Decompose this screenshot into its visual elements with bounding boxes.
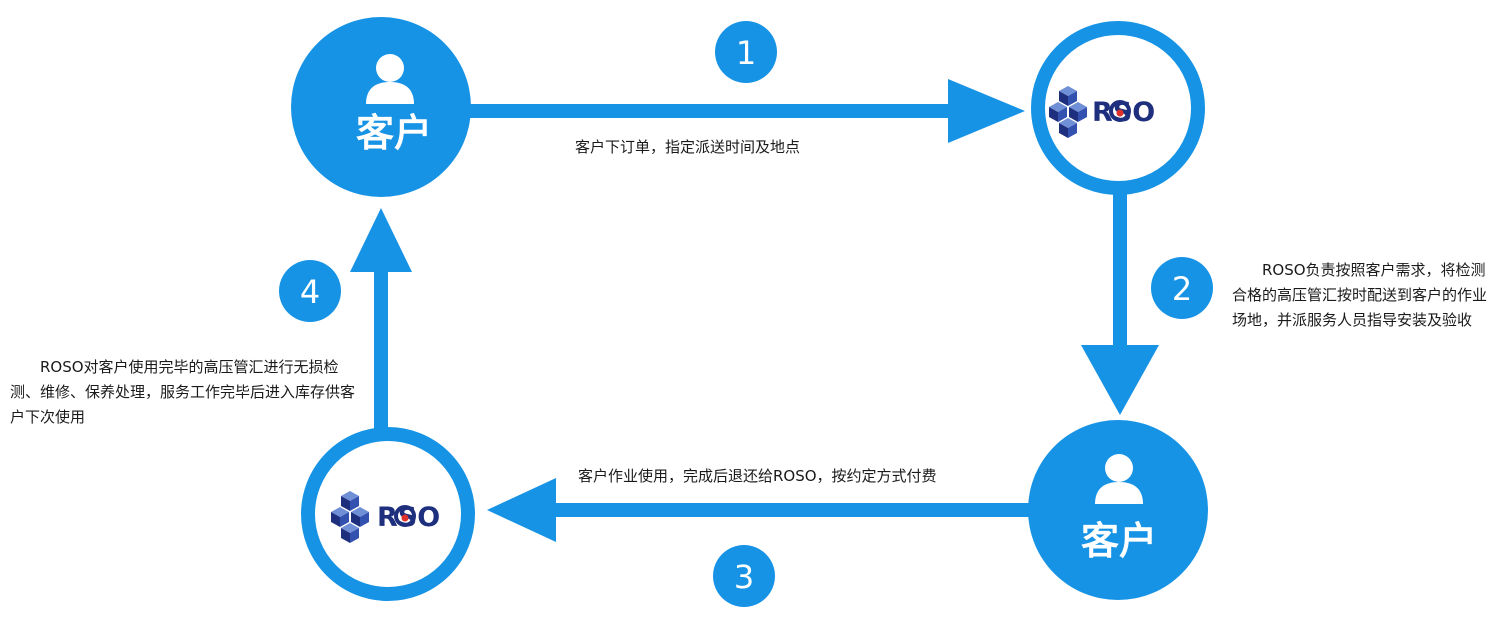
roso-logo-o (394, 505, 416, 527)
step3-description: 客户作业使用，完成后退还给ROSO，按约定方式付费 (578, 467, 937, 485)
step-number-badge-2: 2 (1151, 257, 1213, 319)
step-number: 1 (736, 34, 756, 72)
customer-label: 客户 (356, 111, 432, 155)
arrow-step2 (1081, 190, 1159, 415)
customer-node-top: 客户 (291, 17, 471, 197)
step-number-badge-4: 4 (279, 260, 341, 322)
arrow-step1 (470, 79, 1025, 143)
roso-node-bottom: RSO (301, 427, 475, 601)
customer-node-bottom: 客户 (1028, 420, 1208, 600)
roso-logo-o (1109, 100, 1131, 122)
roso-node-top: RSO (1031, 21, 1205, 195)
arrow-step4 (350, 208, 412, 440)
user-icon (366, 54, 414, 104)
arrow-step3 (487, 478, 1040, 542)
step-number-badge-3: 3 (713, 545, 775, 607)
step-number: 2 (1172, 270, 1192, 308)
user-icon (1095, 454, 1143, 504)
step-number-badge-1: 1 (715, 21, 777, 83)
customer-label: 客户 (1081, 519, 1157, 563)
step1-description: 客户下订单，指定派送时间及地点 (575, 138, 801, 156)
step2-description: ROSO负责按照客户需求，将检测合格的高压管汇按时配送到客户的作业场地，并派服务… (1232, 261, 1488, 329)
step4-description: ROSO对客户使用完毕的高压管汇进行无损检测、维修、保养处理，服务工作完毕后进入… (10, 358, 356, 426)
step-number: 3 (734, 558, 754, 596)
step-number: 4 (300, 273, 320, 311)
